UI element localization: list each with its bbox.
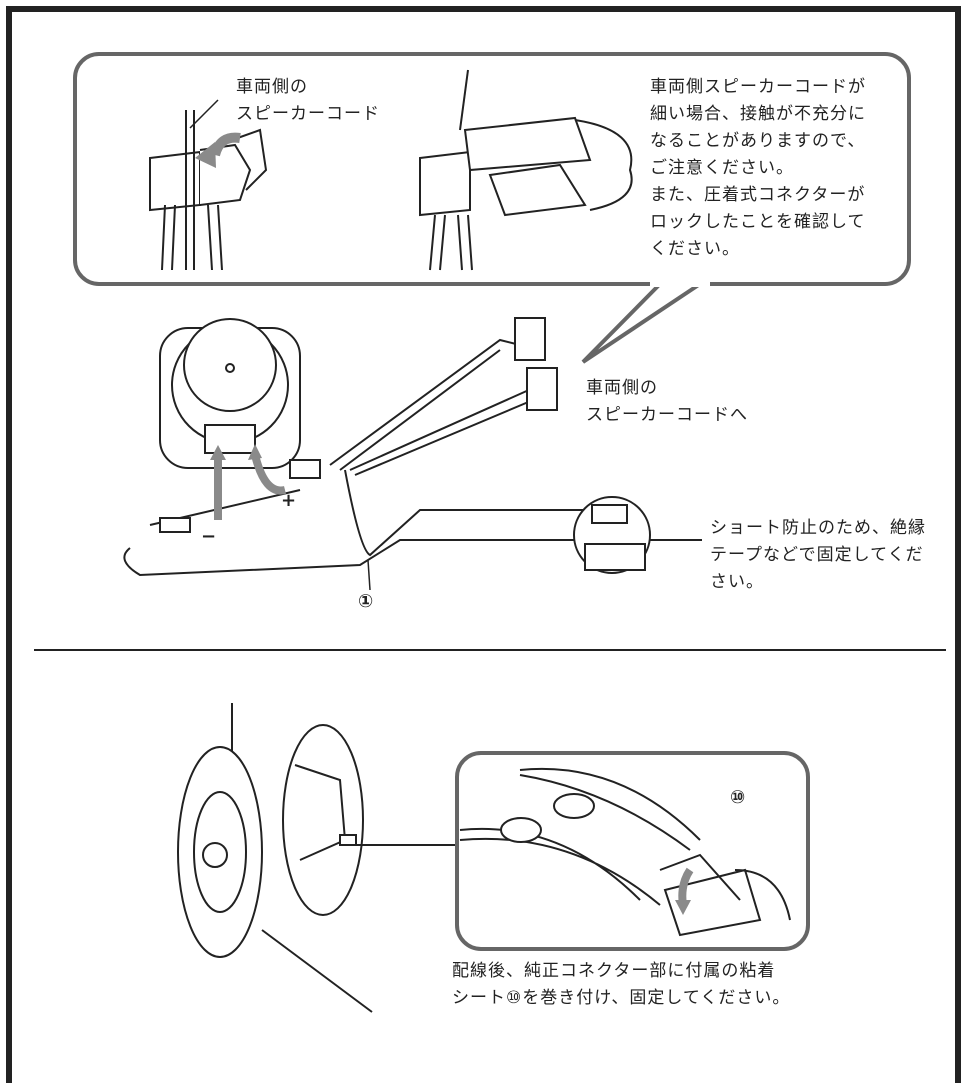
plus-terminal-symbol: + — [281, 490, 297, 511]
speaker-mount-drawing — [177, 703, 455, 1013]
section-divider — [34, 649, 946, 651]
label-vehicle-speaker-cord: 車両側の スピーカーコード — [236, 77, 380, 124]
callout-pointer — [581, 282, 702, 364]
label-to-vehicle-speaker-cord: 車両側の スピーカーコードへ — [586, 378, 748, 425]
label-leader — [189, 99, 219, 129]
part-number-10: ⑩ — [730, 787, 746, 808]
note-short-prevention: ショート防止のため、絶縁 テープなどで固定してくだ さい。 — [710, 518, 926, 592]
connector-open-drawing — [149, 110, 268, 271]
note-caution: 車両側スピーカーコードが 細い場合、接触が不充分に なることがありますので、 ご… — [650, 77, 866, 259]
callout-pointer-mask — [650, 278, 710, 287]
speaker-wiring-drawing — [123, 317, 702, 591]
minus-terminal-symbol: − — [201, 526, 217, 547]
part-number-1: ① — [358, 591, 374, 612]
connector-crimp-drawing — [419, 69, 633, 271]
wiring-closeup-drawing — [459, 767, 791, 937]
bottom-callout-box — [455, 751, 810, 951]
page-frame — [6, 6, 961, 1083]
note-after-wiring: 配線後、純正コネクター部に付属の粘着 シート⑩を巻き付け、固定してください。 — [452, 961, 791, 1008]
